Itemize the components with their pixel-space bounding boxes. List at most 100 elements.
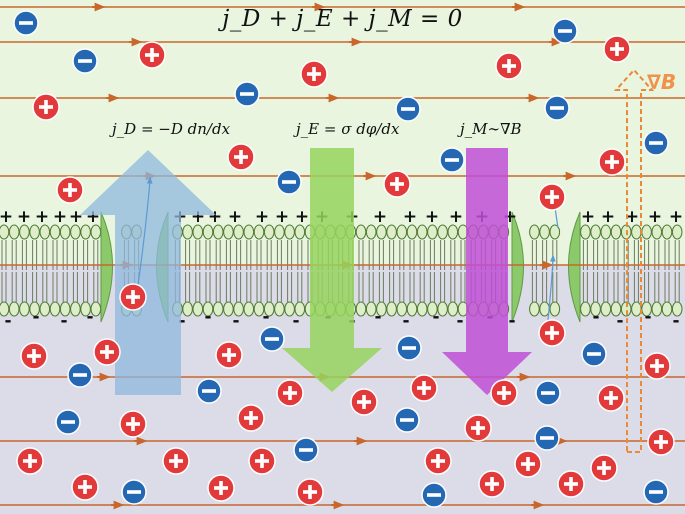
- cation: [424, 447, 452, 475]
- anion: [534, 425, 560, 451]
- membrane-positive-charge: +: [53, 207, 67, 227]
- cation: [119, 283, 147, 311]
- lipid-molecule: [365, 224, 377, 317]
- lipid-molecule: [549, 224, 561, 317]
- anion: [535, 380, 561, 406]
- membrane-negative-charge: -: [86, 307, 93, 327]
- cation: [248, 447, 276, 475]
- anion: [394, 407, 420, 433]
- cation: [215, 341, 243, 369]
- magnetic-current-label: j_M∼∇B: [460, 120, 522, 138]
- membrane-positive-charge: +: [228, 207, 242, 227]
- cation: [538, 319, 566, 347]
- cation: [20, 342, 48, 370]
- lipid-molecule: [59, 224, 71, 317]
- cation: [643, 352, 671, 380]
- cation: [162, 447, 190, 475]
- cation: [16, 447, 44, 475]
- membrane-negative-charge: -: [232, 311, 239, 331]
- cation: [71, 473, 99, 501]
- membrane-positive-charge: +: [255, 207, 269, 227]
- cation: [478, 470, 506, 498]
- membrane-positive-charge: +: [669, 207, 683, 227]
- cation: [32, 93, 60, 121]
- cation: [597, 384, 625, 412]
- anion: [396, 335, 422, 361]
- lipid-molecule: [202, 224, 214, 317]
- membrane-positive-charge: +: [403, 207, 417, 227]
- cation: [383, 170, 411, 198]
- lipid-molecule: [212, 224, 224, 317]
- anion: [293, 437, 319, 463]
- lipid-molecule: [539, 224, 550, 317]
- membrane-negative-charge: -: [60, 311, 67, 331]
- lipid-molecule: [233, 224, 244, 317]
- lipid-molecule: [29, 224, 40, 317]
- lipid-molecule: [39, 224, 51, 317]
- cation: [495, 52, 523, 80]
- lipid-molecule: [427, 224, 438, 317]
- membrane-negative-charge: -: [374, 307, 381, 327]
- diffusion-current-label: j_D = −D dn/dx: [112, 120, 231, 138]
- cation: [93, 338, 121, 366]
- lipid-molecule: [182, 224, 193, 317]
- anion: [234, 81, 260, 107]
- diffusion-current-arrow: [80, 150, 216, 395]
- membrane-negative-charge: -: [456, 311, 463, 331]
- lipid-molecule: [223, 224, 234, 317]
- lipid-molecule: [651, 224, 663, 317]
- anion: [581, 341, 607, 367]
- balance-equation: j_D + j_E + j_M = 0: [222, 6, 463, 32]
- membrane-positive-charge: +: [648, 207, 662, 227]
- lipid-molecule: [386, 224, 397, 317]
- membrane-positive-charge: +: [17, 207, 31, 227]
- field-gradient-arrow: [613, 68, 655, 453]
- cation: [464, 414, 492, 442]
- anion: [439, 147, 465, 173]
- anion: [67, 362, 93, 388]
- lipid-molecule: [610, 224, 622, 317]
- anion: [643, 479, 669, 505]
- channel-protein: [568, 211, 581, 323]
- membrane-positive-charge: +: [601, 207, 615, 227]
- lipid-molecule: [80, 224, 91, 317]
- membrane-positive-charge: +: [0, 207, 13, 227]
- membrane-negative-charge: -: [178, 311, 185, 331]
- anion: [72, 48, 98, 74]
- lipid-molecule: [8, 224, 20, 317]
- membrane-positive-charge: +: [275, 207, 289, 227]
- anion: [395, 96, 421, 122]
- cation: [590, 454, 618, 482]
- membrane-negative-charge: -: [644, 307, 651, 327]
- cation: [410, 374, 438, 402]
- membrane-negative-charge: -: [262, 307, 269, 327]
- lipid-molecule: [243, 224, 255, 317]
- membrane-negative-charge: -: [402, 311, 409, 331]
- electric-current-arrow: [282, 148, 382, 392]
- cation: [119, 410, 147, 438]
- lipid-molecule: [263, 224, 275, 317]
- anion: [643, 130, 669, 156]
- membrane-positive-charge: +: [425, 207, 439, 227]
- membrane-positive-charge: +: [295, 207, 309, 227]
- lipid-molecule: [0, 224, 10, 317]
- anion: [421, 482, 447, 508]
- anion: [196, 378, 222, 404]
- cation: [598, 148, 626, 176]
- channel-protein: [100, 211, 113, 323]
- lipid-molecule: [447, 224, 459, 317]
- cation: [647, 428, 675, 456]
- lipid-molecule: [294, 224, 306, 317]
- ions: [13, 10, 675, 508]
- membrane-positive-charge: +: [35, 207, 49, 227]
- cation: [207, 474, 235, 502]
- cation: [557, 470, 585, 498]
- membrane-positive-charge: +: [69, 207, 83, 227]
- cation: [296, 478, 324, 506]
- membrane-negative-charge: -: [32, 307, 39, 327]
- magnetic-current-arrow: [442, 148, 532, 395]
- lipid-molecule: [253, 224, 265, 317]
- cation: [350, 388, 378, 416]
- cation: [56, 176, 84, 204]
